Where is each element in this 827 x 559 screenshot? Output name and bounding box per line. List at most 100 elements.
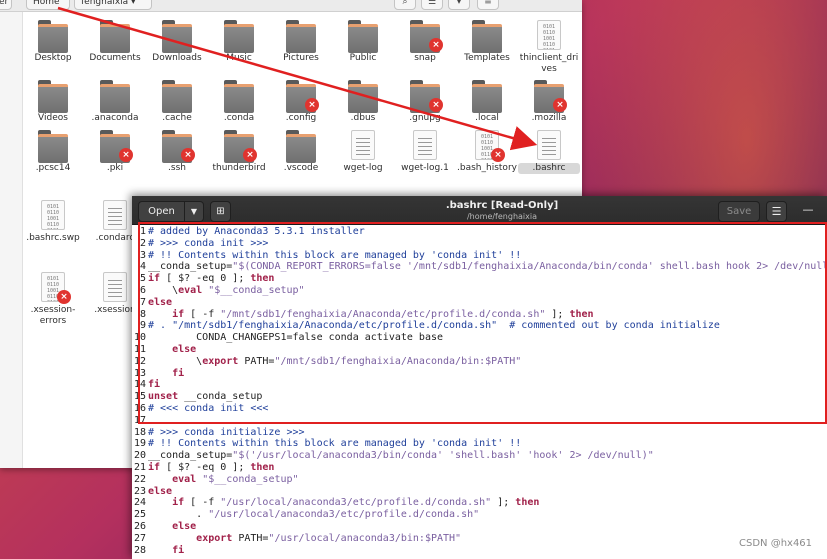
file-item-wget-log[interactable]: wget-log xyxy=(332,130,394,174)
file-item-condarc[interactable]: .condarc xyxy=(84,200,146,244)
open-button[interactable]: Open xyxy=(138,201,185,222)
path-fenghaixia-label: fenghaixia xyxy=(81,0,129,7)
file-item-bashrc[interactable]: .bashrc xyxy=(518,130,580,174)
open-dropdown-icon[interactable]: ▼ xyxy=(185,201,204,222)
code-line: 8 if [ -f "/mnt/sdb1/fenghaixia/Anaconda… xyxy=(132,309,594,321)
file-item-dbus[interactable]: .dbus xyxy=(332,80,394,124)
code-line: 19# !! Contents within this block are ma… xyxy=(132,438,521,450)
file-name-label: snap xyxy=(414,53,436,63)
file-item-pcsc14[interactable]: .pcsc14 xyxy=(22,130,84,174)
no-access-badge-icon: × xyxy=(243,148,257,162)
file-name-label: .xsession-errors xyxy=(30,305,76,326)
file-name-label: .mozilla xyxy=(531,113,567,123)
file-item-cache[interactable]: .cache xyxy=(146,80,208,124)
file-item-bash-history[interactable]: 0101 0110 1001 0110 0101×.bash_history xyxy=(456,130,518,174)
file-item-snap[interactable]: ×snap xyxy=(394,20,456,64)
code-text: if [ $? -eq 0 ]; then xyxy=(148,462,275,473)
code-text: __conda_setup="$(CONDA_REPORT_ERRORS=fal… xyxy=(148,261,827,273)
file-item-conda[interactable]: .conda xyxy=(208,80,270,124)
file-name-label: .condarc xyxy=(95,233,135,243)
line-number: 15 xyxy=(133,391,146,403)
file-item-mozilla[interactable]: ×.mozilla xyxy=(518,80,580,124)
file-item-xsession-errors[interactable]: 0101 0110 1001 0110 0101×.xsession-error… xyxy=(22,272,84,327)
code-text: fi xyxy=(148,379,161,391)
hamburger-menu-icon[interactable]: ☰ xyxy=(766,201,787,222)
path-home-button[interactable]: Home xyxy=(26,0,70,10)
file-item-templates[interactable]: Templates xyxy=(456,20,518,64)
text-file-icon xyxy=(410,130,440,160)
file-item-thinclient-drives[interactable]: 0101 0110 1001 0110 0101thinclient_drive… xyxy=(518,20,580,75)
code-line: 3# !! Contents within this block are man… xyxy=(132,250,521,262)
folder-icon xyxy=(348,80,378,113)
no-access-badge-icon: × xyxy=(305,98,319,112)
code-text: # >>> conda init >>> xyxy=(148,237,269,249)
minimize-icon[interactable]: — xyxy=(802,203,814,216)
binary-file-icon: 0101 0110 1001 0110 0101× xyxy=(472,130,505,162)
file-item-wget-log-1[interactable]: wget-log.1 xyxy=(394,130,456,174)
code-line: 2# >>> conda init >>> xyxy=(132,238,268,250)
search-icon[interactable]: ⌕ xyxy=(394,0,416,10)
file-name-label: thinclient_drives xyxy=(519,53,579,74)
file-item-ssh[interactable]: ×.ssh xyxy=(146,130,208,174)
file-item-videos[interactable]: Videos xyxy=(22,80,84,124)
code-text: # . "/mnt/sdb1/fenghaixia/Anaconda/etc/p… xyxy=(148,320,720,332)
line-number: 5 xyxy=(139,273,146,285)
folder-icon xyxy=(286,20,316,53)
file-item-music[interactable]: Music xyxy=(208,20,270,64)
code-text: . "/usr/local/anaconda3/etc/profile.d/co… xyxy=(148,509,480,521)
code-line: 25 . "/usr/local/anaconda3/etc/profile.d… xyxy=(132,509,479,521)
code-line: 26 else xyxy=(132,521,196,533)
line-number: 4 xyxy=(139,261,146,273)
line-number: 7 xyxy=(139,296,146,308)
file-name-label: Pictures xyxy=(283,53,319,63)
new-tab-icon[interactable]: ⊞ xyxy=(210,201,231,222)
file-item-thunderbird[interactable]: ×thunderbird xyxy=(208,130,270,174)
folder-icon xyxy=(472,80,502,113)
file-item-anaconda[interactable]: .anaconda xyxy=(84,80,146,124)
save-button[interactable]: Save xyxy=(718,201,760,222)
folder-icon xyxy=(38,20,68,53)
folder-icon xyxy=(38,130,68,163)
file-item-gnupg[interactable]: ×.gnupg xyxy=(394,80,456,124)
file-name-label: .gnupg xyxy=(409,113,441,123)
sort-icon[interactable]: ▾ xyxy=(448,0,470,10)
code-text: fi xyxy=(172,544,185,556)
file-item-vscode[interactable]: .vscode xyxy=(270,130,332,174)
line-number: 12 xyxy=(133,355,146,367)
file-item-public[interactable]: Public xyxy=(332,20,394,64)
file-item-config[interactable]: ×.config xyxy=(270,80,332,124)
folder-icon xyxy=(100,20,130,53)
file-manager-header: er Home fenghaixia ▾ ⌕ ☰ ▾ ≡ xyxy=(0,0,582,12)
line-number: 2 xyxy=(139,237,146,249)
line-number: 14 xyxy=(133,379,146,391)
folder-icon xyxy=(472,20,502,53)
line-number: 3 xyxy=(139,249,146,261)
code-text: CONDA_CHANGEPS1=false conda activate bas… xyxy=(148,332,444,344)
file-name-label: .bashrc.swp xyxy=(26,233,80,243)
file-item-bashrc-swp[interactable]: 0101 0110 1001 0110 0101.bashrc.swp xyxy=(22,200,84,244)
file-item-xsession[interactable]: .xsession xyxy=(84,272,146,316)
file-item-downloads[interactable]: Downloads xyxy=(146,20,208,64)
code-text: fi xyxy=(172,367,185,379)
file-name-label: .anaconda xyxy=(91,113,139,123)
menu-icon[interactable]: ≡ xyxy=(477,0,499,10)
file-name-label: .pcsc14 xyxy=(35,163,71,173)
file-item-desktop[interactable]: Desktop xyxy=(22,20,84,64)
path-fenghaixia-button[interactable]: fenghaixia ▾ xyxy=(74,0,152,10)
file-name-label: .xsession xyxy=(94,305,136,315)
back-path-button[interactable]: er xyxy=(0,0,12,10)
file-name-label: .dbus xyxy=(350,113,376,123)
file-item-local[interactable]: .local xyxy=(456,80,518,124)
code-text: else xyxy=(148,296,173,308)
file-item-pictures[interactable]: Pictures xyxy=(270,20,332,64)
file-item-documents[interactable]: Documents xyxy=(84,20,146,64)
view-options-icon[interactable]: ☰ xyxy=(421,0,443,10)
code-text: unset __conda_setup xyxy=(148,391,263,403)
line-number: 19 xyxy=(133,438,146,450)
file-item-pki[interactable]: ×.pki xyxy=(84,130,146,174)
